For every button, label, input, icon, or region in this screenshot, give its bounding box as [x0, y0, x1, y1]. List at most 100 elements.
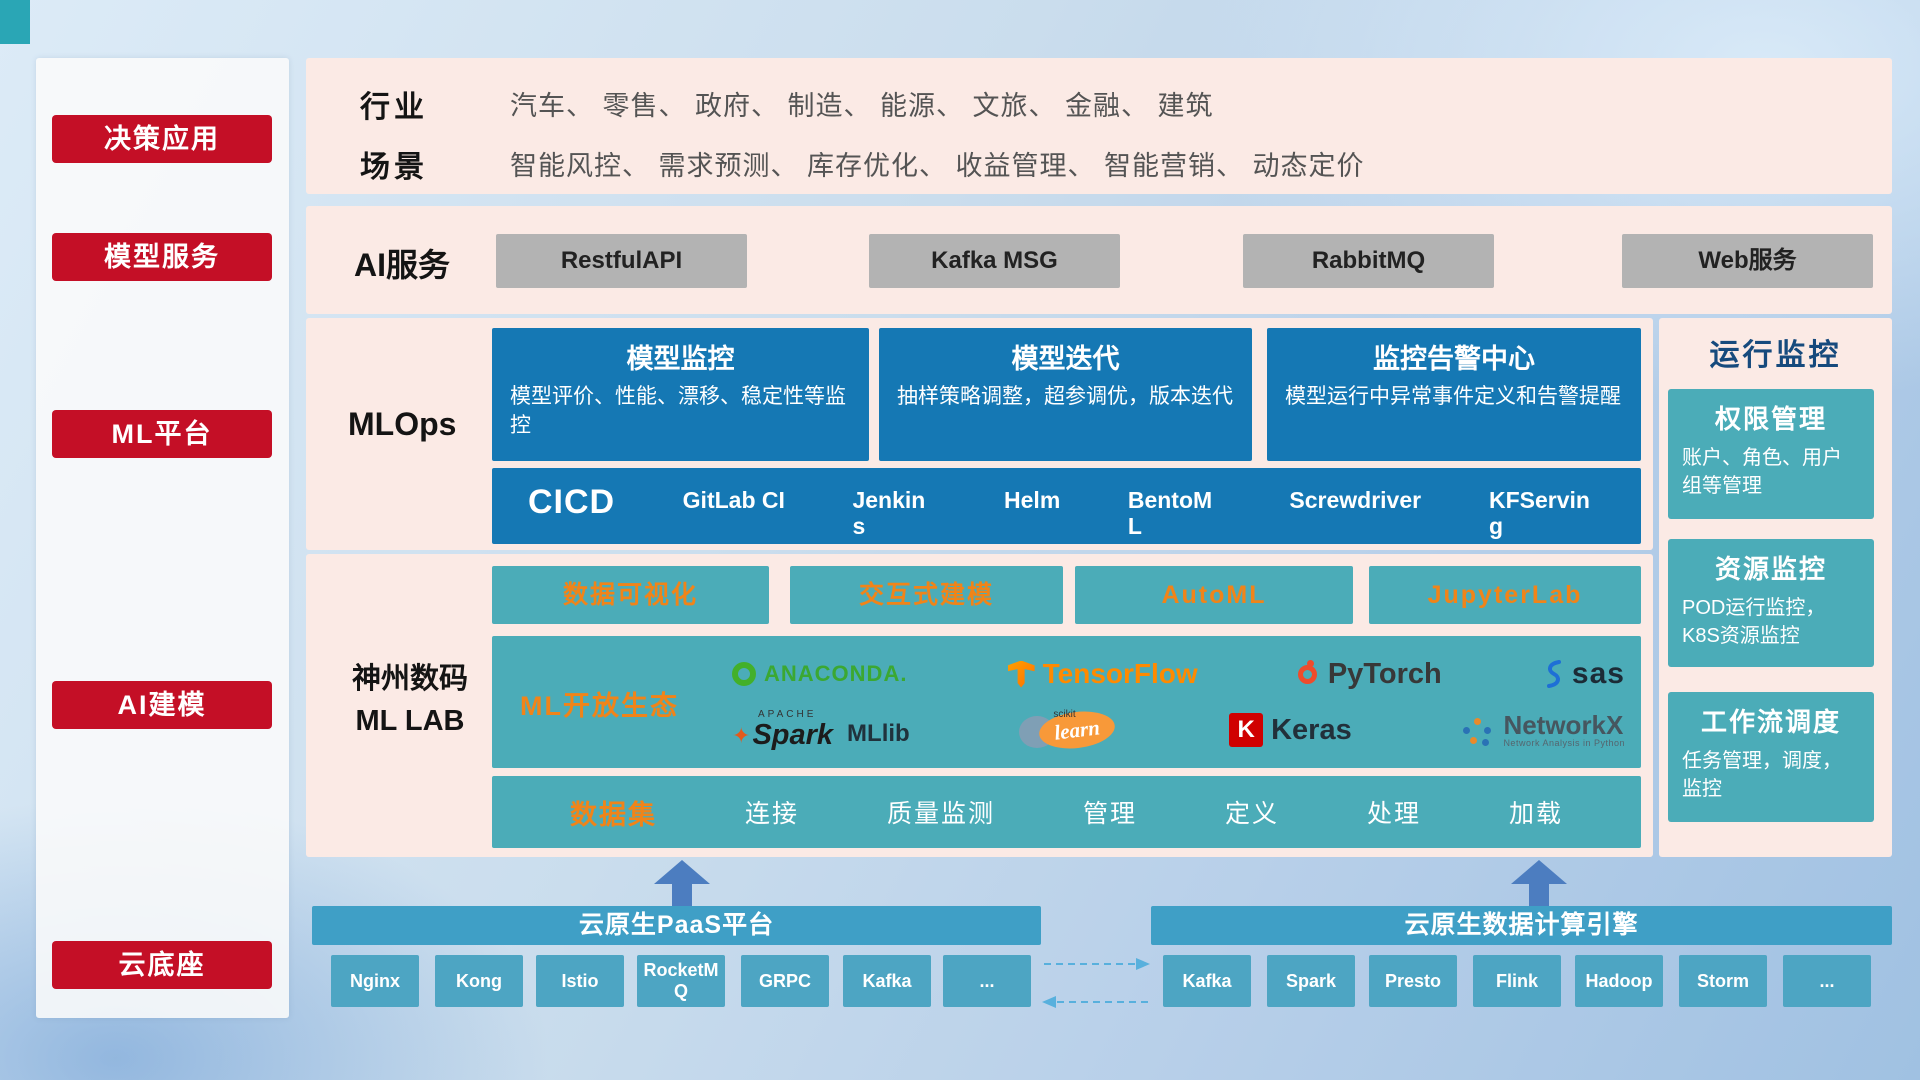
industry-scene-panel: 行业 汽车、 零售、 政府、 制造、 能源、 文旅、 金融、 建筑 场景 智能风…	[306, 58, 1892, 194]
mllab-panel: 神州数码 ML LAB 数据可视化 交互式建模 AutoML JupyterLa…	[306, 554, 1653, 857]
dataset-item-process: 处理	[1366, 800, 1421, 828]
cicd-title: CICD	[528, 483, 616, 521]
mllab-label-line1: 神州数码	[351, 663, 468, 695]
mllab-label: 神州数码 ML LAB	[324, 658, 496, 742]
automl-box: AutoML	[1075, 566, 1353, 624]
spark-logo: APACHE ✦ Spark	[732, 710, 833, 750]
sidebar-item-decision-apps: 决策应用	[52, 115, 272, 163]
engine-item-kafka: Kafka	[1163, 955, 1251, 1007]
sas-logo: sas	[1542, 657, 1625, 691]
alert-center-title: 监控告警中心	[1373, 344, 1535, 374]
tensorflow-icon	[1007, 660, 1035, 688]
sas-swirl-icon	[1546, 660, 1561, 688]
industry-label: 行业	[360, 91, 428, 124]
dataset-item-manage: 管理	[1082, 800, 1137, 828]
model-monitoring-title: 模型监控	[626, 344, 735, 374]
ecosystem-logo-row-2: APACHE ✦ Spark MLlib learn	[732, 704, 1625, 756]
kafka-msg-box: Kafka MSG	[869, 234, 1120, 288]
tool-screwdriver: Screwdriver	[1289, 487, 1422, 513]
paas-item-rocketmq: RocketMQ	[637, 955, 725, 1007]
model-iteration-desc: 抽样策略调整，超参调优，版本迭代	[897, 385, 1233, 408]
interactive-modeling-box: 交互式建模	[790, 566, 1063, 624]
model-monitoring-card: 模型监控 模型评价、性能、漂移、稳定性等监控	[492, 328, 869, 461]
ai-service-label: AI服务	[354, 247, 451, 283]
dataset-strip: 数据集 连接 质量监测 管理 定义 处理 加载	[492, 776, 1641, 848]
up-arrow-data-engine	[1511, 860, 1567, 906]
restfulapi-box: RestfulAPI	[496, 234, 747, 288]
permission-management-card: 权限管理 账户、角色、用户组等管理	[1668, 389, 1874, 519]
networkx-subtitle: Network Analysis in Python	[1503, 737, 1625, 748]
mllab-label-line2: ML LAB	[355, 705, 465, 737]
left-sidebar: 决策应用 模型服务 ML平台 AI建模 云底座	[36, 58, 289, 1018]
sas-wordmark: sas	[1571, 657, 1625, 690]
paas-item-grpc: GRPC	[741, 955, 829, 1007]
runtime-monitoring-panel: 运行监控 权限管理 账户、角色、用户组等管理 资源监控 POD运行监控，K8S资…	[1659, 318, 1892, 857]
dataset-item-quality: 质量监测	[886, 800, 995, 828]
sidebar-item-model-service: 模型服务	[52, 233, 272, 281]
anaconda-logo: ANACONDA.	[732, 661, 907, 687]
alert-center-desc: 模型运行中异常事件定义和告警提醒	[1285, 385, 1621, 408]
tool-jenkins: Jenkins	[852, 487, 926, 540]
engine-item-presto: Presto	[1369, 955, 1457, 1007]
sidebar-item-ml-platform: ML平台	[52, 410, 272, 458]
anaconda-ring-icon	[732, 662, 756, 686]
rabbitmq-box: RabbitMQ	[1243, 234, 1494, 288]
scikit-learn-logo: learn scikit	[1019, 707, 1119, 753]
scikit-learn-ellipse-icon: learn	[1037, 707, 1118, 753]
data-engine-bar: 云原生数据计算引擎	[1151, 906, 1892, 945]
anaconda-wordmark: ANACONDA.	[764, 661, 908, 686]
pytorch-logo: PyTorch	[1297, 657, 1442, 691]
engine-item-flink: Flink	[1473, 955, 1561, 1007]
engine-item-more: ...	[1783, 955, 1871, 1007]
keras-wordmark: Keras	[1271, 713, 1352, 746]
engine-item-storm: Storm	[1679, 955, 1767, 1007]
cicd-strip: CICD GitLab CI Jenkins Helm BentoML Scre…	[492, 468, 1641, 544]
ai-service-panel: AI服务 RestfulAPI Kafka MSG RabbitMQ Web服务	[306, 206, 1892, 314]
paas-item-nginx: Nginx	[331, 955, 419, 1007]
ecosystem-logo-row-1: ANACONDA. TensorFlow PyTorch sa	[732, 650, 1625, 698]
keras-logo: K Keras	[1229, 713, 1352, 747]
paas-item-istio: Istio	[536, 955, 624, 1007]
engine-item-hadoop: Hadoop	[1575, 955, 1663, 1007]
tensorflow-wordmark: TensorFlow	[1042, 658, 1198, 689]
paas-item-kong: Kong	[435, 955, 523, 1007]
mlops-panel: MLOps 模型监控 模型评价、性能、漂移、稳定性等监控 模型迭代 抽样策略调整…	[306, 318, 1653, 550]
mllib-wordmark: MLlib	[847, 720, 910, 747]
workflow-scheduling-title: 工作流调度	[1700, 707, 1841, 737]
web-service-box: Web服务	[1622, 234, 1873, 288]
runtime-monitoring-title: 运行监控	[1709, 339, 1842, 372]
sidebar-item-cloud-base: 云底座	[52, 941, 272, 989]
scene-label: 场景	[360, 151, 428, 184]
spark-star-icon: ✦	[732, 722, 751, 748]
paas-platform-bar: 云原生PaaS平台	[312, 906, 1041, 945]
spark-mllib-logo: APACHE ✦ Spark MLlib	[732, 710, 910, 750]
spark-wordmark: Spark	[752, 719, 834, 751]
networkx-graph-icon	[1461, 717, 1489, 743]
ml-ecosystem-box: ML开放生态 ANACONDA. TensorFlow PyTorch	[492, 636, 1641, 768]
tensorflow-logo: TensorFlow	[1007, 658, 1198, 690]
pytorch-flame-icon	[1297, 659, 1317, 684]
pytorch-wordmark: PyTorch	[1327, 657, 1442, 690]
sidebar-item-ai-modeling: AI建模	[52, 681, 272, 729]
permission-management-title: 权限管理	[1714, 404, 1827, 434]
scene-text: 智能风控、 需求预测、 库存优化、 收益管理、 智能营销、 动态定价	[510, 151, 1365, 181]
ml-ecosystem-title: ML开放生态	[520, 691, 679, 721]
industry-text: 汽车、 零售、 政府、 制造、 能源、 文旅、 金融、 建筑	[510, 91, 1214, 121]
tool-kfserving: KFServing	[1488, 487, 1590, 540]
dataset-item-load: 加载	[1508, 800, 1563, 828]
tool-bentoml: BentoML	[1127, 487, 1213, 540]
scikit-label: scikit	[1053, 709, 1076, 720]
dataset-title: 数据集	[569, 799, 657, 830]
dataset-item-connect: 连接	[744, 800, 799, 828]
alert-center-card: 监控告警中心 模型运行中异常事件定义和告警提醒	[1267, 328, 1641, 461]
workflow-scheduling-card: 工作流调度 任务管理，调度，监控	[1668, 692, 1874, 822]
resource-monitoring-title: 资源监控	[1714, 554, 1827, 584]
model-iteration-title: 模型迭代	[1011, 344, 1120, 374]
paas-item-kafka: Kafka	[843, 955, 931, 1007]
corner-decoration	[0, 0, 30, 44]
dashed-flow-arrows	[1042, 958, 1150, 1008]
permission-management-desc: 账户、角色、用户组等管理	[1682, 447, 1842, 498]
resource-monitoring-desc: POD运行监控，K8S资源监控	[1682, 597, 1826, 648]
engine-item-spark: Spark	[1267, 955, 1355, 1007]
